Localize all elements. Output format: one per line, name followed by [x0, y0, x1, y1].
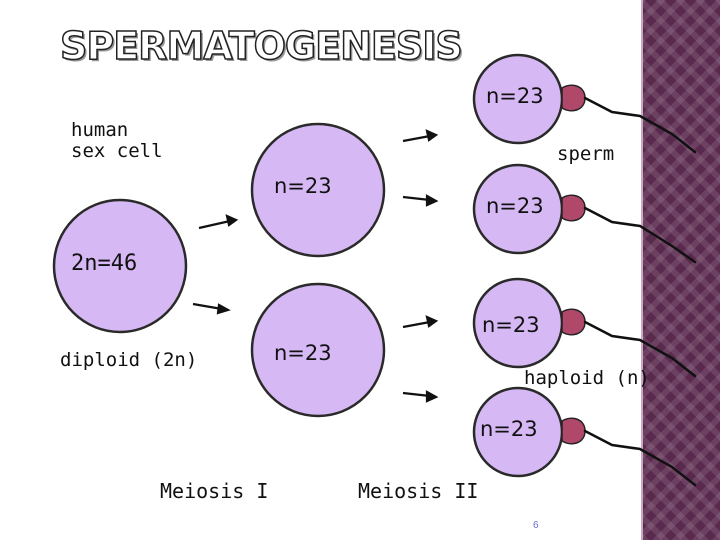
spermatid-2-count: n=23: [486, 194, 544, 218]
primary-spermatocyte-cell: [52, 198, 188, 334]
secondary-bottom-count: n=23: [274, 341, 332, 365]
arrow-meiosis1-bottom: [192, 302, 231, 315]
arrow-meiosis1-top: [198, 214, 239, 230]
sperm-head-4: [561, 417, 586, 445]
arrow-meiosis2-1: [402, 129, 439, 143]
sperm-head-1: [561, 84, 586, 112]
arrow-meiosis2-4: [402, 390, 439, 403]
decorative-side-strip: [641, 0, 720, 540]
secondary-cell-bottom: [250, 282, 386, 418]
arrow-meiosis2-2: [402, 194, 439, 207]
meiosis-2-label: Meiosis II: [358, 479, 479, 503]
meiosis-1-label: Meiosis I: [160, 479, 269, 503]
diploid-count-label: 2n=46: [71, 251, 138, 276]
sperm-head-2: [561, 194, 586, 222]
sperm-tail-2: [583, 206, 697, 264]
spermatid-3-count: n=23: [482, 313, 540, 337]
arrow-meiosis2-3: [402, 315, 439, 329]
sperm-label: sperm: [557, 143, 615, 165]
page-number: 6: [533, 520, 539, 531]
sperm-tail-4: [583, 429, 697, 487]
sperm-tail-1: [583, 96, 697, 154]
haploid-label: haploid (n): [524, 367, 650, 389]
spermatid-4-count: n=23: [480, 417, 538, 441]
secondary-top-count: n=23: [274, 174, 332, 198]
sperm-head-3: [561, 308, 586, 336]
sperm-tail-3: [583, 320, 697, 378]
human-sex-cell-label: human sex cell: [71, 119, 163, 162]
spermatid-1-count: n=23: [486, 84, 544, 108]
slide-title: SPERMATOGENESIS: [59, 23, 463, 69]
secondary-cell-top: [250, 122, 386, 258]
diploid-label: diploid (2n): [60, 349, 198, 371]
